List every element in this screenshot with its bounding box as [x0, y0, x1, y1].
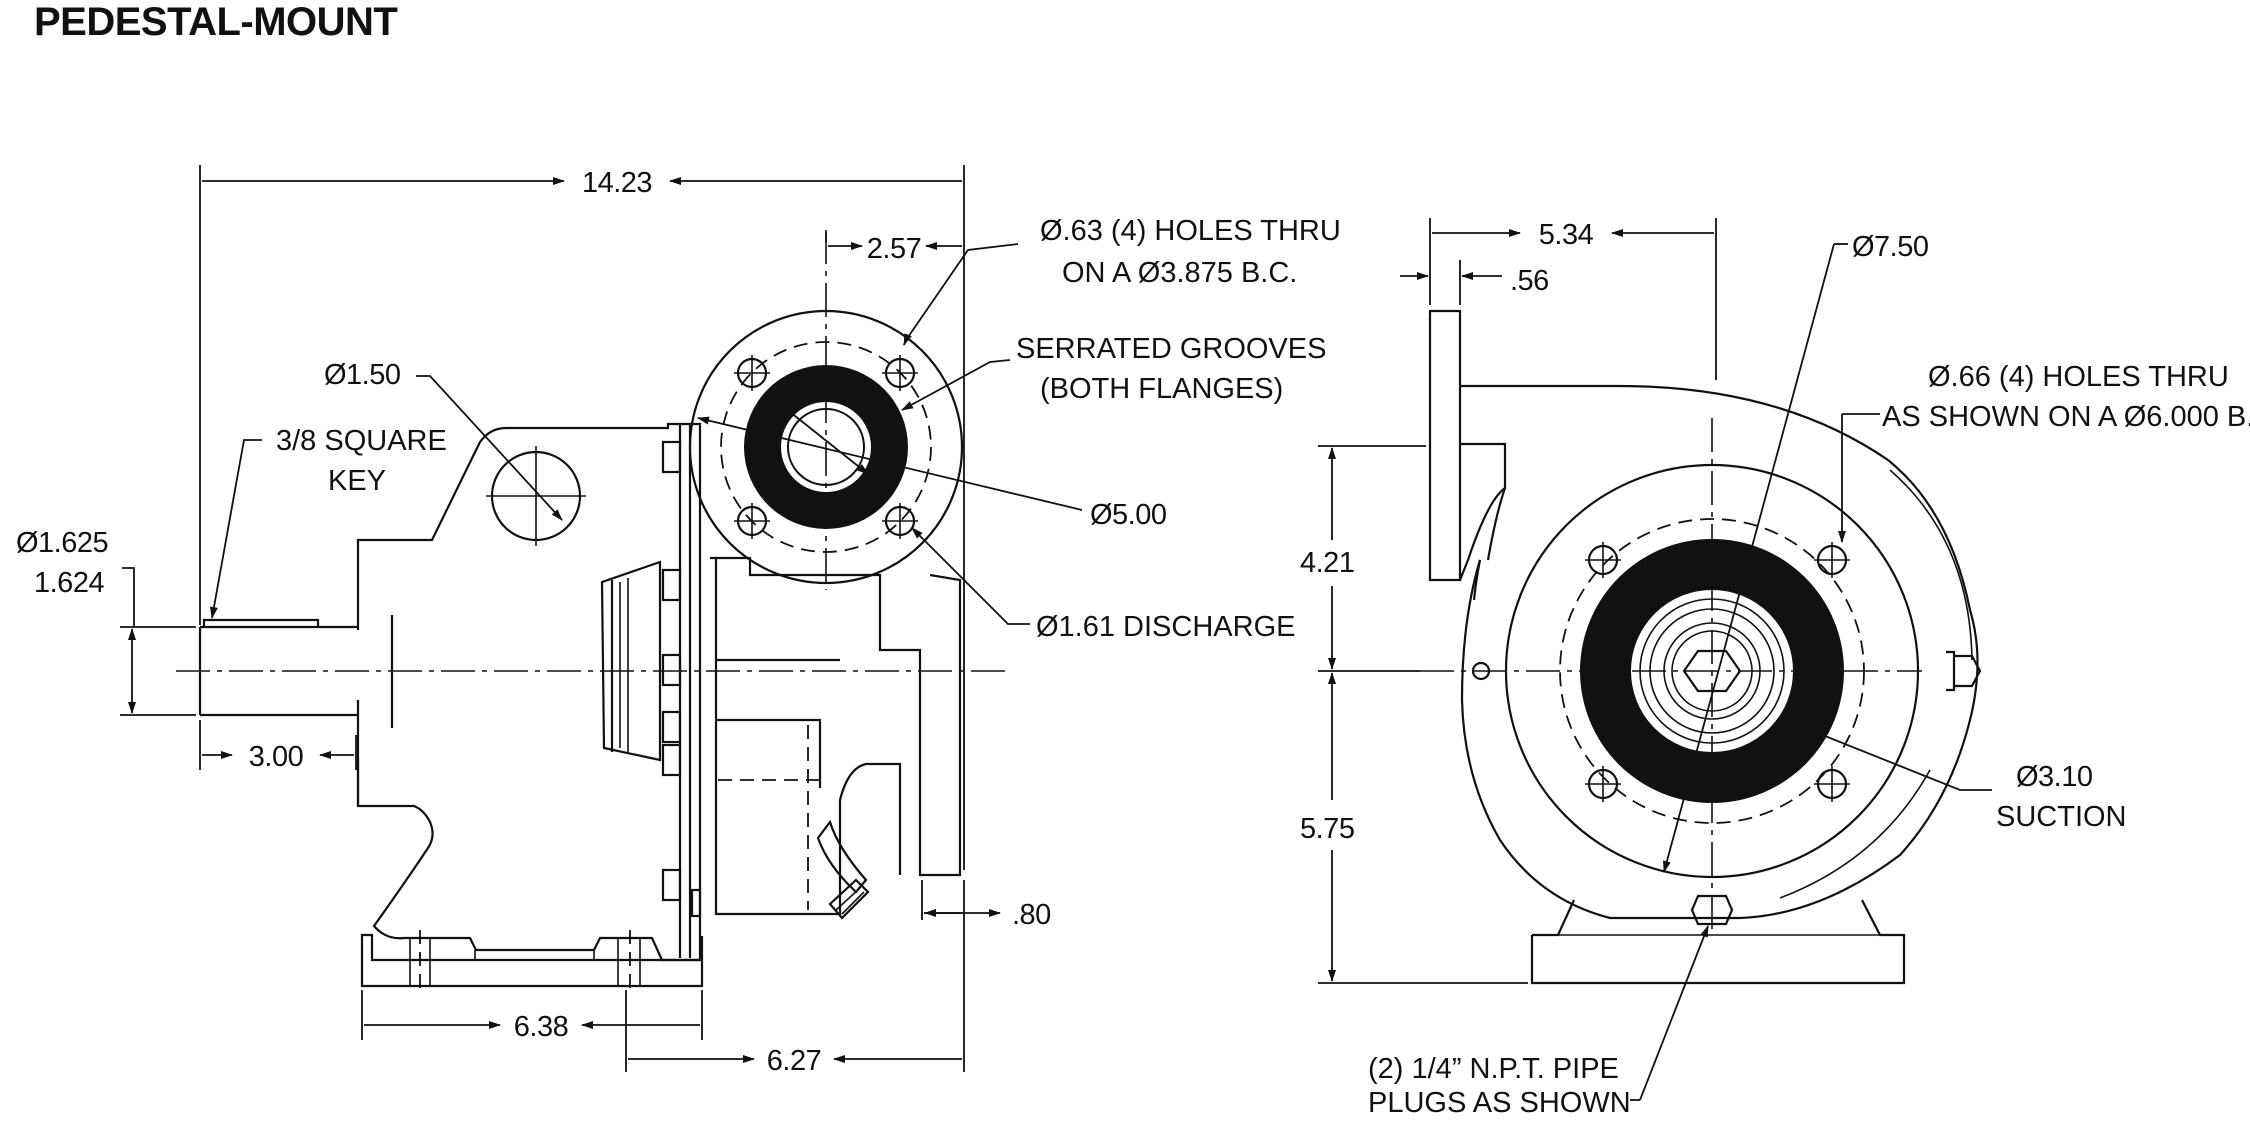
- base-bolt-hidden: [419, 930, 631, 992]
- dim-shaft-dia-max: Ø1.625: [16, 527, 108, 559]
- grooves-note-2: (BOTH FLANGES): [1040, 373, 1283, 405]
- dim-flange-od: Ø5.00: [1090, 499, 1167, 531]
- pedestal-body-outline: [356, 422, 702, 962]
- dim-flange-width: 5.34: [1539, 219, 1594, 251]
- shaft-key: [202, 618, 320, 627]
- mount-holes-note-1: Ø.66 (4) HOLES THRU: [1928, 361, 2229, 393]
- key-note-1: 3/8 SQUARE: [276, 425, 447, 457]
- dim-bearing-dia: Ø1.50: [324, 359, 401, 391]
- flange-bolt-holes: [734, 355, 918, 539]
- front-discharge-flange: [1428, 309, 1462, 582]
- dim-flange-offset: 2.57: [867, 233, 921, 265]
- shaft: [198, 625, 358, 717]
- front-view: 5.34 .56 Ø7.50 Ø.66 (4) HOLES THRU AS SH…: [1300, 218, 2250, 1119]
- casing-plate: [678, 424, 692, 958]
- discharge-note: Ø1.61 DISCHARGE: [1036, 611, 1295, 643]
- dim-overall-length: 14.23: [582, 167, 652, 199]
- base-slot: [409, 938, 641, 986]
- front-bottom-plug: [1690, 894, 1734, 926]
- front-volute-inner: [1472, 487, 1507, 601]
- front-side-plug: [1946, 650, 1982, 692]
- dim-shaft-dia-min: 1.624: [34, 567, 104, 599]
- seal-housing-inner: [619, 578, 629, 752]
- front-base: [1530, 899, 1906, 985]
- front-small-boss: [1471, 661, 1491, 681]
- dim-flange-thickness: .80: [1012, 899, 1051, 931]
- mount-holes-note-2: AS SHOWN ON A Ø6.000 B.C.: [1882, 401, 2250, 433]
- dim-base-to-flange: 6.27: [767, 1045, 821, 1077]
- volute-casing: [710, 556, 962, 916]
- dim-upper-height: 4.21: [1300, 547, 1354, 579]
- dim-flange-face: .56: [1510, 265, 1549, 297]
- casing-hidden-lines: [718, 725, 820, 910]
- suction-note: SUCTION: [1996, 801, 2127, 833]
- plate-bolts: [661, 440, 702, 918]
- plugs-note-1: (2) 1/4” N.P.T. PIPE: [1368, 1053, 1619, 1085]
- pedestal-base-outline: [356, 760, 704, 988]
- discharge-flange: [688, 230, 964, 590]
- grooves-note-1: SERRATED GROOVES: [1016, 333, 1326, 365]
- front-volute-outline: [1460, 384, 1979, 920]
- seal-housing: [600, 560, 662, 762]
- bearing-center-marks: [486, 446, 586, 546]
- flange-holes-note-2: ON A Ø3.875 B.C.: [1062, 257, 1297, 289]
- page-title: PEDESTAL-MOUNT: [34, 0, 398, 44]
- dim-suction-dia: Ø3.10: [2016, 761, 2093, 793]
- front-impeller-nut: [1682, 649, 1742, 693]
- drain-plug-head: [828, 878, 870, 920]
- front-mount-holes: [1585, 542, 1850, 802]
- side-view: 14.23 2.57 Ø.63 (4) HOLES THRU ON A Ø3.8…: [16, 165, 1341, 1077]
- dim-casing-dia: Ø7.50: [1852, 231, 1929, 263]
- plugs-note-2: PLUGS AS SHOWN: [1368, 1087, 1631, 1119]
- dim-shaft-length: 3.00: [249, 741, 303, 773]
- drain-plug-thread: [835, 887, 865, 915]
- front-discharge-neck: [1458, 384, 1620, 581]
- dim-base-length: 6.38: [514, 1011, 568, 1043]
- flange-holes-note-1: Ø.63 (4) HOLES THRU: [1040, 215, 1341, 247]
- front-volute-secondary: [1779, 469, 1973, 899]
- dim-lower-height: 5.75: [1300, 813, 1354, 845]
- key-note-2: KEY: [328, 465, 386, 497]
